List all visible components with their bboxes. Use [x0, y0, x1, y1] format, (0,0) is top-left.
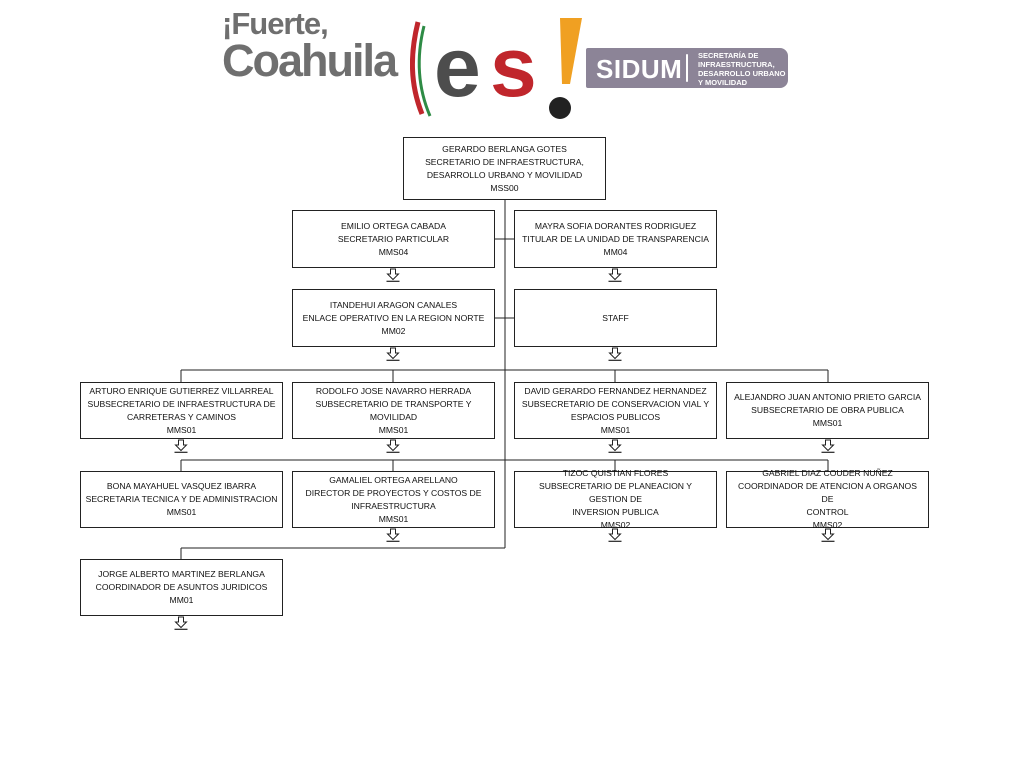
node-name: ALEJANDRO JUAN ANTONIO PRIETO GARCIA	[734, 392, 921, 402]
header: ¡Fuerte, Coahuila e s SIDUM SECRETARÍA D…	[0, 0, 1024, 130]
org-node-director-proyectos[interactable]: GAMALIEL ORTEGA ARELLANO DIRECTOR DE PRO…	[292, 471, 495, 528]
node-name: GERARDO BERLANGA GOTES	[442, 143, 567, 154]
expand-arrow-icon[interactable]	[386, 268, 400, 282]
node-name: EMILIO ORTEGA CABADA	[341, 220, 446, 231]
expand-arrow-icon[interactable]	[174, 439, 188, 453]
sidum-desc-line: Y MOVILIDAD	[698, 78, 748, 87]
org-node-secretaria-tecnica[interactable]: BONA MAYAHUEL VASQUEZ IBARRA SECRETARIA …	[80, 471, 283, 528]
sidum-divider	[686, 54, 688, 82]
node-name: MAYRA SOFIA DORANTES RODRIGUEZ	[534, 220, 697, 231]
org-node-subsecretario-carreteras[interactable]: ARTURO ENRIQUE GUTIERREZ VILLARREAL SUBS…	[80, 382, 283, 439]
node-title: SECRETARIO DE INFRAESTRUCTURA,	[425, 156, 584, 167]
fuerte-coahuila-logo: ¡Fuerte, Coahuila	[222, 8, 412, 98]
org-node-secretario-particular[interactable]: EMILIO ORTEGA CABADA SECRETARIO PARTICUL…	[292, 210, 495, 268]
expand-arrow-icon[interactable]	[174, 616, 188, 630]
node-title: SUBSECRETARIO DE OBRA PUBLICA	[751, 405, 904, 415]
node-name: DAVID GERARDO FERNANDEZ HERNANDEZ	[524, 385, 707, 396]
node-name: GAMALIEL ORTEGA ARELLANO	[329, 474, 458, 485]
node-title: ESPACIOS PUBLICOS	[570, 411, 661, 422]
node-code: MMS02	[812, 520, 843, 530]
expand-arrow-icon[interactable]	[608, 347, 622, 361]
sidum-description: SECRETARÍA DE INFRAESTRUCTURA, DESARROLL…	[698, 51, 786, 87]
node-code: MM04	[603, 246, 628, 257]
node-title: CONTROL	[806, 507, 849, 517]
svg-text:e: e	[434, 20, 481, 114]
node-title: SECRETARIO PARTICULAR	[337, 233, 450, 244]
logo-line2: Coahuila	[222, 35, 398, 86]
node-title: SUBSECRETARIO DE CONSERVACION VIAL Y	[521, 398, 710, 409]
node-code: MMS01	[378, 513, 409, 524]
node-code: MMS01	[812, 418, 843, 428]
node-code: MMS02	[600, 520, 631, 530]
node-title: INFRAESTRUCTURA	[351, 500, 436, 511]
node-code: MM01	[169, 595, 194, 605]
org-node-staff[interactable]: STAFF	[514, 289, 717, 347]
node-title: COORDINADOR DE ASUNTOS JURIDICOS	[95, 582, 268, 592]
org-node-secretario[interactable]: GERARDO BERLANGA GOTES SECRETARIO DE INF…	[403, 137, 606, 200]
expand-arrow-icon[interactable]	[608, 439, 622, 453]
node-title: DIRECTOR DE PROYECTOS Y COSTOS DE	[305, 487, 482, 498]
sidum-badge: SIDUM SECRETARÍA DE INFRAESTRUCTURA, DES…	[586, 48, 788, 88]
org-node-subsecretario-planeacion[interactable]: TIZOC QUISTIAN FLORES SUBSECRETARIO DE P…	[514, 468, 717, 530]
expand-arrow-icon[interactable]	[608, 528, 622, 542]
node-title: SUBSECRETARIO DE PLANEACION Y GESTION DE	[539, 481, 692, 504]
org-node-coordinador-juridicos[interactable]: JORGE ALBERTO MARTINEZ BERLANGA COORDINA…	[80, 559, 283, 616]
node-title: DESARROLLO URBANO Y MOVILIDAD	[426, 169, 583, 180]
node-title: TITULAR DE LA UNIDAD DE TRANSPARENCIA	[522, 233, 709, 244]
expand-arrow-icon[interactable]	[821, 439, 835, 453]
org-node-subsecretario-obra-publica[interactable]: ALEJANDRO JUAN ANTONIO PRIETO GARCIA SUB…	[726, 382, 929, 439]
expand-arrow-icon[interactable]	[821, 528, 835, 542]
es-logo-icon: e s	[410, 18, 582, 119]
node-code: MMS04	[378, 246, 409, 257]
node-name: ARTURO ENRIQUE GUTIERREZ VILLARREAL	[89, 385, 274, 396]
svg-text:s: s	[490, 20, 537, 114]
node-code: MMS01	[600, 424, 631, 435]
node-name: BONA MAYAHUEL VASQUEZ IBARRA	[106, 481, 257, 491]
sidum-desc-line: INFRAESTRUCTURA,	[698, 60, 775, 69]
node-title: SECRETARIA TECNICA Y DE ADMINISTRACION	[85, 494, 278, 504]
node-title: ENLACE OPERATIVO EN LA REGION NORTE	[302, 312, 485, 323]
logo-line1: ¡Fuerte,	[222, 6, 329, 41]
node-name: JORGE ALBERTO MARTINEZ BERLANGA	[98, 569, 265, 579]
node-title: INVERSION PUBLICA	[572, 507, 659, 517]
org-node-unidad-transparencia[interactable]: MAYRA SOFIA DORANTES RODRIGUEZ TITULAR D…	[514, 210, 717, 268]
node-title: SUBSECRETARIO DE INFRAESTRUCTURA DE	[87, 398, 276, 409]
sidum-label: SIDUM	[596, 54, 683, 84]
node-code: MMS01	[166, 424, 197, 435]
expand-arrow-icon[interactable]	[386, 439, 400, 453]
node-name: GABRIEL DIAZ COUDER NUÑEZ	[762, 468, 893, 478]
org-node-coordinador-organos-control[interactable]: GABRIEL DIAZ COUDER NUÑEZ COORDINADOR DE…	[726, 468, 929, 530]
sidum-desc-line: SECRETARÍA DE	[698, 51, 759, 60]
node-code: MMS01	[166, 507, 197, 517]
node-name: TIZOC QUISTIAN FLORES	[562, 468, 669, 478]
sidum-desc-line: DESARROLLO URBANO	[698, 69, 786, 78]
node-code: MM02	[381, 325, 406, 336]
node-title: SUBSECRETARIO DE TRANSPORTE Y MOVILIDAD	[315, 398, 472, 422]
org-node-enlace-region-norte[interactable]: ITANDEHUI ARAGON CANALES ENLACE OPERATIV…	[292, 289, 495, 347]
node-label: STAFF	[602, 312, 629, 323]
node-title: COORDINADOR DE ATENCION A ORGANOS DE	[738, 481, 917, 504]
expand-arrow-icon[interactable]	[386, 528, 400, 542]
node-code: MMS01	[378, 424, 409, 435]
node-name: RODOLFO JOSE NAVARRO HERRADA	[315, 385, 472, 396]
org-node-subsecretario-conservacion[interactable]: DAVID GERARDO FERNANDEZ HERNANDEZ SUBSEC…	[514, 382, 717, 439]
expand-arrow-icon[interactable]	[608, 268, 622, 282]
node-code: MSS00	[490, 182, 519, 193]
org-node-subsecretario-transporte[interactable]: RODOLFO JOSE NAVARRO HERRADA SUBSECRETAR…	[292, 382, 495, 439]
expand-arrow-icon[interactable]	[386, 347, 400, 361]
node-name: ITANDEHUI ARAGON CANALES	[329, 299, 458, 310]
node-title: CARRETERAS Y CAMINOS	[126, 411, 237, 422]
